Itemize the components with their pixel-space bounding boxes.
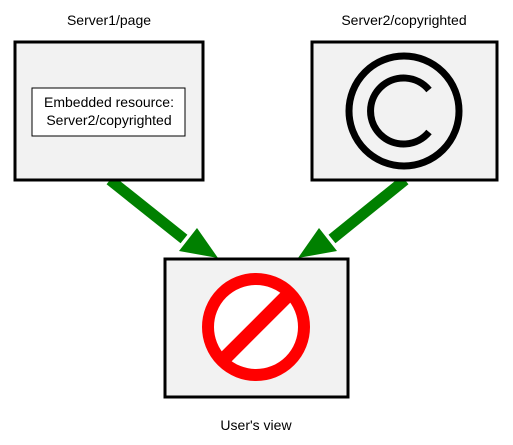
arrow-head xyxy=(179,228,218,258)
arrow-server1-to-user-view xyxy=(106,175,218,258)
server2-copyrighted-box xyxy=(310,40,499,182)
arrow-server2-to-user-view xyxy=(298,175,409,258)
embedded-resource-label: Embedded resource: xyxy=(44,94,174,110)
prohibited-sign-icon xyxy=(202,273,310,381)
arrow-head xyxy=(298,228,337,258)
server1-title: Server1/page xyxy=(67,12,151,28)
copyright-symbol-icon xyxy=(345,52,463,170)
embedded-resource-target: Server2/copyrighted xyxy=(46,112,171,128)
embedded-resource-box xyxy=(31,87,186,137)
server2-title: Server2/copyrighted xyxy=(341,12,466,28)
arrow-shaft xyxy=(106,175,188,244)
arrow-shaft xyxy=(328,175,409,244)
user-view-caption: User's view xyxy=(220,417,292,433)
